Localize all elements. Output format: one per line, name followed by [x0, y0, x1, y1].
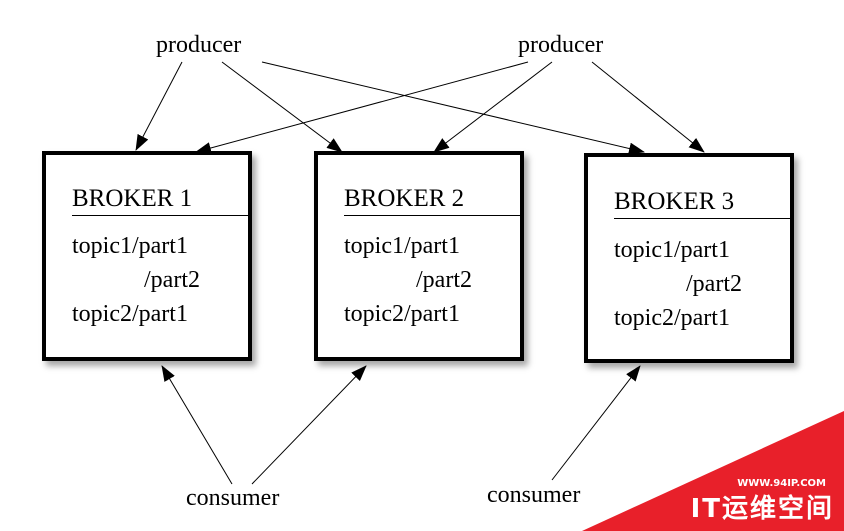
broker-1-divider: [72, 215, 248, 216]
broker-2-topic: topic2/part1: [344, 301, 460, 327]
broker-1: BROKER 1 topic1/part1 /part2 topic2/part…: [42, 151, 252, 361]
broker-2-title: BROKER 2: [344, 185, 465, 212]
arrow-producer1-broker3: [261, 61, 645, 155]
arrow-consumer1-broker2: [251, 365, 367, 485]
watermark-triangle: [582, 411, 844, 531]
broker-2-topic: topic1/part1: [344, 233, 460, 259]
watermark-name: IT运维空间: [690, 494, 834, 524]
broker-2: BROKER 2 topic1/part1 /part2 topic2/part…: [314, 151, 524, 361]
arrow-producer1-broker1: [135, 61, 183, 151]
broker-3-divider: [614, 218, 790, 219]
broker-3-topic: /part2: [686, 271, 742, 297]
arrow-producer2-broker3: [591, 61, 705, 153]
broker-3-topic: topic2/part1: [614, 305, 730, 331]
broker-3-topic: topic1/part1: [614, 237, 730, 263]
broker-2-divider: [344, 215, 520, 216]
broker-3-topics: topic1/part1 /part2 topic2/part1: [614, 233, 742, 335]
broker-1-topic: topic2/part1: [72, 301, 188, 327]
broker-2-topics: topic1/part1 /part2 topic2/part1: [344, 229, 472, 331]
arrow-consumer1-broker1: [161, 365, 233, 485]
arrow-producer1-broker2: [221, 61, 343, 153]
broker-2-topic: /part2: [416, 267, 472, 293]
broker-1-topics: topic1/part1 /part2 topic2/part1: [72, 229, 200, 331]
producer-label-1: producer: [156, 32, 242, 58]
broker-1-topic: topic1/part1: [72, 233, 188, 259]
broker-3-title: BROKER 3: [614, 188, 735, 215]
broker-1-title: BROKER 1: [72, 185, 193, 212]
consumer-label-2: consumer: [487, 482, 581, 508]
watermark-url: WWW.94IP.COM: [737, 478, 826, 489]
arrow-producer2-broker1: [195, 61, 529, 154]
producer-label-2: producer: [518, 32, 604, 58]
consumer-label-1: consumer: [186, 485, 280, 511]
broker-3: BROKER 3 topic1/part1 /part2 topic2/part…: [584, 153, 794, 363]
broker-1-topic: /part2: [144, 267, 200, 293]
arrow-producer2-broker2: [433, 61, 553, 153]
